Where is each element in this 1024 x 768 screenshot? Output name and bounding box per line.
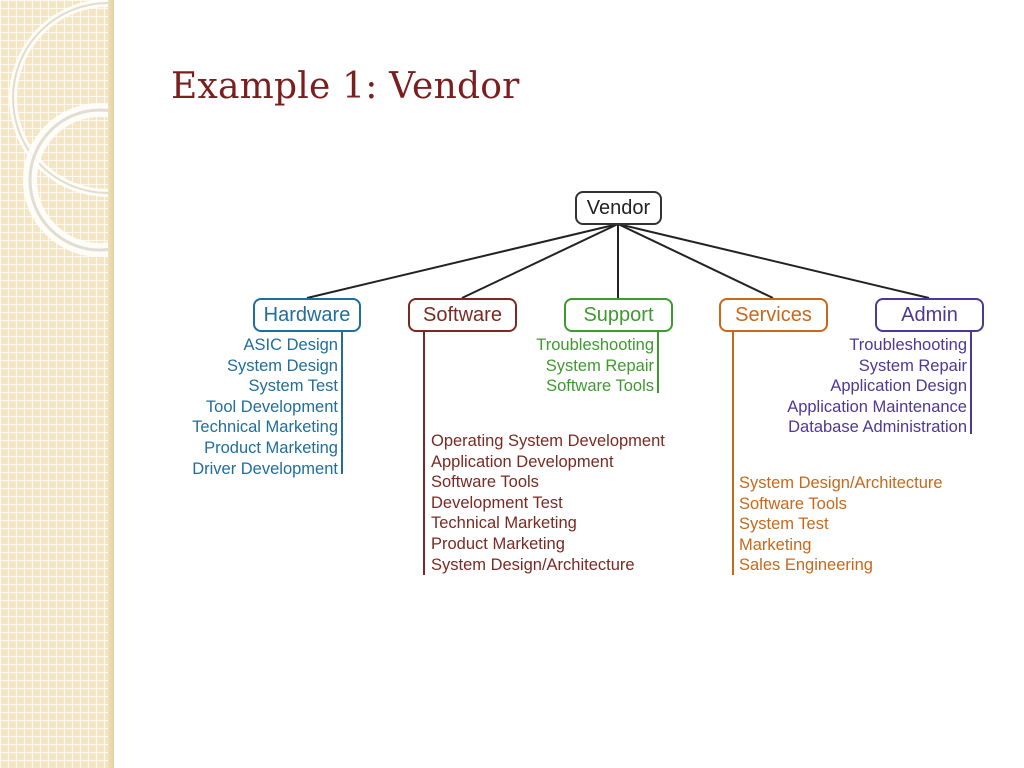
- list-item: Application Development: [431, 452, 614, 471]
- connector-software: [461, 223, 619, 299]
- list-item: Technical Marketing: [431, 514, 577, 533]
- support-list: Troubleshooting System Repair Software T…: [536, 335, 654, 397]
- connector-hardware: [306, 223, 619, 299]
- node-vendor: Vendor: [575, 191, 662, 225]
- list-item: Marketing: [739, 535, 812, 554]
- list-item: System Test: [248, 377, 338, 396]
- support-bracket: [657, 332, 659, 393]
- connector-admin: [617, 223, 930, 299]
- list-item: Development Test: [431, 493, 563, 512]
- list-item: Software Tools: [546, 377, 654, 396]
- node-software: Software: [408, 298, 517, 332]
- admin-list: Troubleshooting System Repair Applicatio…: [787, 335, 967, 438]
- sidebar-edge: [108, 0, 113, 768]
- list-item: Troubleshooting: [849, 336, 967, 354]
- list-item: Software Tools: [739, 494, 847, 513]
- node-services: Services: [719, 298, 828, 332]
- list-item: System Repair: [545, 356, 654, 375]
- list-item: Tool Development: [205, 397, 338, 416]
- software-bracket: [423, 332, 425, 575]
- services-list: System Design/Architecture Software Tool…: [739, 473, 943, 576]
- list-item: Product Marketing: [431, 534, 565, 553]
- connector-services: [617, 223, 774, 299]
- list-item: Product Marketing: [204, 438, 338, 457]
- list-item: Troubleshooting: [536, 336, 654, 354]
- list-item: Application Design: [830, 377, 967, 396]
- hardware-list: ASIC Design System Design System Test To…: [192, 335, 338, 479]
- list-item: System Test: [739, 515, 829, 534]
- hardware-bracket: [341, 332, 343, 474]
- admin-bracket: [970, 332, 972, 434]
- list-item: Application Maintenance: [787, 397, 967, 416]
- list-item: Database Administration: [788, 418, 967, 437]
- slide-title: Example 1: Vendor: [171, 66, 520, 107]
- node-admin: Admin: [875, 298, 984, 332]
- node-support: Support: [564, 298, 673, 332]
- list-item: Software Tools: [431, 473, 539, 492]
- software-list: Operating System Development Application…: [431, 431, 665, 575]
- list-item: System Design/Architecture: [431, 555, 635, 574]
- list-item: ASIC Design: [243, 336, 338, 354]
- list-item: Technical Marketing: [192, 418, 338, 437]
- services-bracket: [732, 332, 734, 575]
- list-item: System Repair: [858, 356, 967, 375]
- decorative-sidebar: [0, 0, 114, 768]
- list-item: System Design: [227, 356, 338, 375]
- list-item: Sales Engineering: [739, 556, 873, 575]
- list-item: Driver Development: [192, 459, 338, 478]
- node-hardware: Hardware: [253, 298, 361, 332]
- list-item: Operating System Development: [431, 432, 665, 450]
- list-item: System Design/Architecture: [739, 474, 943, 492]
